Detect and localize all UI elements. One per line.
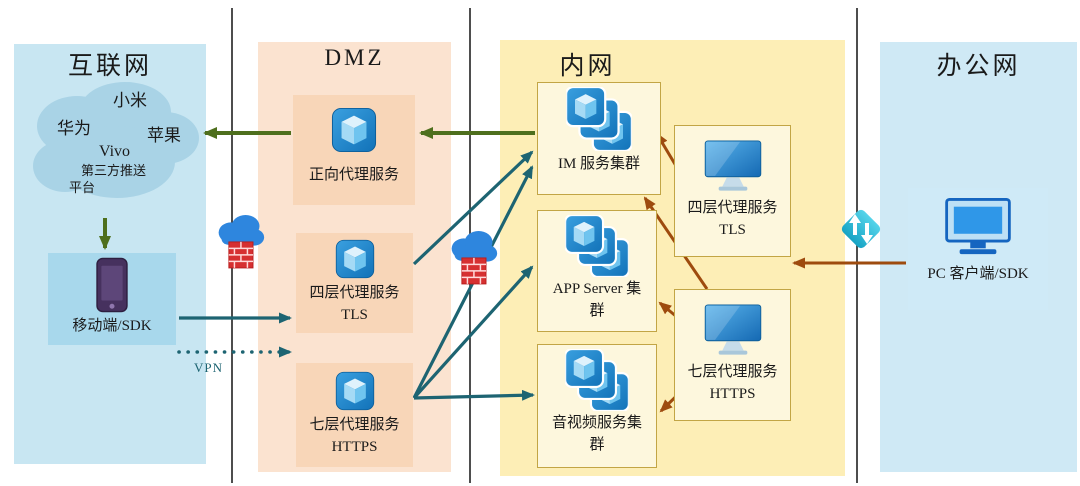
azure-cube-icon — [331, 107, 377, 153]
proxy-label: 四层代理服务 — [687, 200, 778, 216]
monitor-icon — [704, 304, 762, 356]
zone-title-office: 办公网 — [936, 53, 1021, 80]
cloud-label-vivo: Vivo — [99, 143, 131, 160]
proxy-protocol: TLS — [719, 221, 746, 238]
cloud-label-huawei: 华为 — [57, 119, 91, 138]
mobile-client-label: 移动端/SDK — [72, 318, 152, 334]
firewall-dmz-intranet — [447, 226, 499, 293]
service-label: 七层代理服务 — [309, 417, 400, 433]
cluster-label: APP Server 集群 — [552, 281, 642, 319]
pc-client-label: PC 客户端/SDK — [927, 266, 1029, 282]
proxy-protocol: HTTPS — [709, 385, 756, 402]
third-party-push-cloud: 小米 华为 苹果 Vivo 第三方推送 平台 — [25, 70, 203, 222]
intranet-proxy-l7: 七层代理服务 HTTPS — [674, 289, 791, 421]
gateway-intranet-office — [836, 204, 886, 259]
cluster-im: IM 服务集群 — [537, 82, 661, 195]
monitor-icon — [704, 140, 762, 192]
cloud-firewall-icon — [447, 226, 499, 288]
cloud-label-platform: 平台 — [69, 180, 96, 195]
cloud-label-push: 第三方推送 — [81, 163, 147, 178]
service-label: 四层代理服务 — [309, 285, 400, 301]
dmz-service-l4-proxy: 四层代理服务 TLS — [296, 233, 413, 333]
dmz-service-l7-proxy: 七层代理服务 HTTPS — [296, 363, 413, 467]
azure-cube-icon — [335, 239, 375, 279]
network-gateway-icon — [836, 204, 886, 254]
cluster-label: IM 服务集群 — [557, 156, 641, 172]
vpn-label: VPN — [194, 360, 224, 375]
zone-title-dmz: DMZ — [324, 45, 385, 70]
cloud-label-xiaomi: 小米 — [113, 91, 147, 110]
desktop-computer-icon — [945, 198, 1011, 256]
pc-client-node: PC 客户端/SDK — [908, 188, 1048, 310]
service-protocol: TLS — [341, 306, 368, 323]
firewall-internet-dmz — [214, 210, 266, 277]
zone-title-internet: 互联网 — [67, 53, 152, 80]
stacked-cubes-icon — [565, 215, 629, 277]
cloud-label-apple: 苹果 — [147, 126, 181, 145]
stacked-cubes-icon — [566, 87, 632, 151]
mobile-client-node: 移动端/SDK — [48, 253, 176, 345]
service-protocol: HTTPS — [331, 438, 378, 455]
azure-cube-icon — [335, 371, 375, 411]
cloud-firewall-icon — [214, 210, 266, 272]
zone-title-intranet: 内网 — [559, 53, 616, 80]
cluster-app-server: APP Server 集群 — [537, 210, 657, 332]
stacked-cubes-icon — [565, 349, 629, 411]
service-label: 正向代理服务 — [308, 167, 399, 183]
cluster-label: 音视频服务集群 — [551, 415, 642, 453]
cluster-audio-video: 音视频服务集群 — [537, 344, 657, 468]
smartphone-icon — [95, 257, 129, 313]
proxy-label: 七层代理服务 — [687, 364, 778, 380]
dmz-service-forward-proxy: 正向代理服务 — [293, 95, 415, 205]
intranet-proxy-l4: 四层代理服务 TLS — [674, 125, 791, 257]
